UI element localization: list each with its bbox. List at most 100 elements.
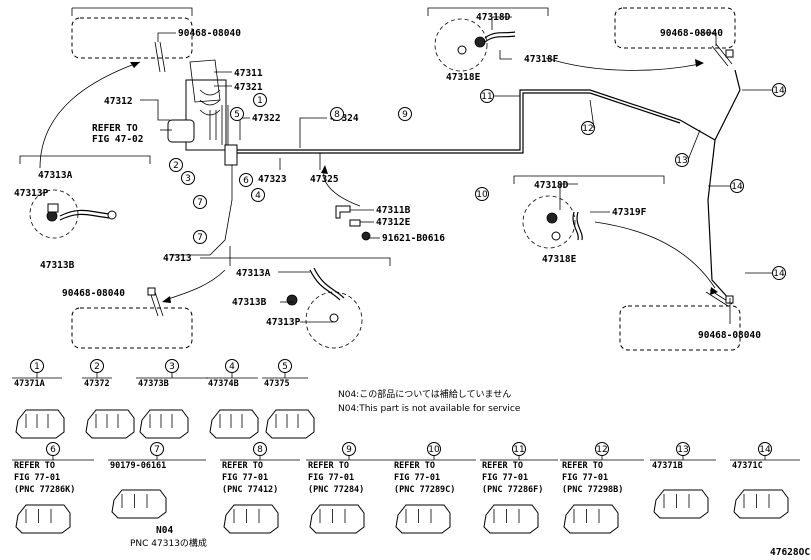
clamp-label-line: REFER TO	[482, 461, 523, 471]
svg-text:7: 7	[197, 198, 203, 208]
label-47319F: 47319F	[612, 207, 647, 218]
wheel-frame-rear-left	[71, 307, 193, 349]
label-47321: 47321	[234, 82, 263, 93]
clamp-label-line: 47371C	[732, 461, 763, 471]
clamp-number: 13	[677, 445, 688, 455]
svg-text:10: 10	[476, 190, 488, 200]
clamp-label-line: (PNC 77284)	[308, 485, 364, 495]
label-90468-tr: 90468-08040	[660, 28, 723, 39]
clamp-label-line: 47372	[84, 379, 110, 389]
clamp-n04: N04	[156, 525, 173, 536]
label-refer-to-4702: REFER TO	[92, 123, 138, 134]
marker-3: 3	[181, 171, 195, 185]
marker-10: 10	[475, 187, 489, 201]
clamp-label-line: 47375	[264, 379, 290, 389]
clamp-label-line: REFER TO	[308, 461, 349, 471]
clamp-number: 1	[34, 362, 40, 372]
label-fig-47-02: FIG 47-02	[92, 134, 143, 145]
pipe-markers: 1 2 3 4 5 6 7 7 8 9 10 11 12 13 14 14 14	[169, 83, 786, 280]
clamp-label-line: FIG 77-01	[394, 473, 440, 483]
clamp-number: 3	[169, 362, 175, 372]
bracket-left-hose	[19, 155, 151, 164]
clamp-shape	[483, 504, 539, 534]
detail-circle-right	[522, 195, 576, 249]
label-47311B: 47311B	[376, 205, 411, 216]
label-47313P-left: 47313P	[14, 188, 49, 199]
label-47312: 47312	[104, 96, 133, 107]
hose-top-right	[457, 31, 516, 55]
clamp-number: 8	[257, 445, 263, 455]
clamp-number: 11	[513, 445, 524, 455]
detail-circle-top	[434, 18, 488, 72]
label-47325: 47325	[310, 174, 339, 185]
marker-5: 5	[230, 107, 244, 121]
svg-text:3: 3	[185, 174, 191, 184]
svg-text:7: 7	[197, 233, 203, 243]
marker-14c: 14	[772, 266, 786, 280]
clamp-n04-pnc: PNC 47313の構成	[130, 537, 207, 549]
clamp-shape	[209, 409, 259, 439]
svg-text:14: 14	[773, 269, 785, 279]
clamp-shape	[653, 489, 709, 519]
bracket-center-hose	[229, 257, 391, 266]
marker-7b: 7	[193, 230, 207, 244]
bracket-right-hose	[513, 175, 665, 184]
clamp-shape	[395, 504, 451, 534]
clamp-label-line: FIG 77-01	[308, 473, 354, 483]
wheel-frame-front-right	[614, 7, 736, 49]
bracket-47311B	[335, 205, 371, 241]
clamp-label-line: REFER TO	[14, 461, 55, 471]
marker-11: 11	[480, 89, 494, 103]
note-jp: N04:この部品については補給していません	[338, 388, 511, 400]
main-brake-pipe	[170, 69, 741, 301]
svg-text:6: 6	[243, 176, 249, 186]
label-47318F: 47318F	[524, 54, 559, 65]
clamp-number: 12	[596, 445, 607, 455]
hose-center	[286, 267, 363, 349]
clamp-label-line: FIG 77-01	[562, 473, 608, 483]
clamp-number: 2	[94, 362, 100, 372]
label-47318E-top: 47318E	[446, 72, 481, 83]
clamp-shape	[563, 504, 619, 534]
clamp-shape	[15, 409, 65, 439]
svg-text:13: 13	[676, 156, 687, 166]
clamp-shape	[309, 504, 365, 534]
clamp-label-line: 47371B	[652, 461, 683, 471]
label-47323: 47323	[258, 174, 287, 185]
marker-1: 1	[253, 93, 267, 107]
label-47312E: 47312E	[376, 217, 411, 228]
svg-text:12: 12	[582, 124, 593, 134]
clamp-shape	[223, 504, 279, 534]
svg-text:1: 1	[257, 96, 263, 106]
arrow-set	[39, 57, 718, 303]
svg-text:11: 11	[481, 92, 492, 102]
label-90468-bl: 90468-08040	[62, 288, 125, 299]
clamp-label-line: (PNC 77289C)	[394, 485, 455, 495]
svg-text:14: 14	[773, 86, 785, 96]
label-91621: 91621-B0616	[382, 233, 445, 244]
label-47313: 47313	[163, 253, 192, 264]
clamp-label-line: (PNC 77286F)	[482, 485, 543, 495]
label-90468-br: 90468-08040	[698, 330, 761, 341]
clamp-label-line: 47373B	[138, 379, 169, 389]
leader-lines	[140, 16, 731, 324]
svg-text:14: 14	[731, 182, 743, 192]
plug-bits	[147, 41, 734, 317]
wheel-frame-rear-right	[619, 305, 741, 351]
clamp-label-line: REFER TO	[562, 461, 603, 471]
marker-2: 2	[169, 158, 183, 172]
clamp-label-line: FIG 77-01	[14, 473, 60, 483]
label-47324: 47324	[330, 113, 359, 124]
clamp-label-line: 47374B	[208, 379, 239, 389]
label-47311: 47311	[234, 68, 263, 79]
clamp-label-line: FIG 77-01	[222, 473, 268, 483]
note-en: N04:This part is not available for servi…	[338, 404, 521, 414]
hose-left	[46, 203, 117, 222]
diagram-id: 47628OC	[770, 547, 810, 558]
label-47313P-center: 47313P	[266, 317, 301, 328]
clamp-label-line: (PNC 77412)	[222, 485, 278, 495]
clamp-number: 7	[154, 445, 160, 455]
